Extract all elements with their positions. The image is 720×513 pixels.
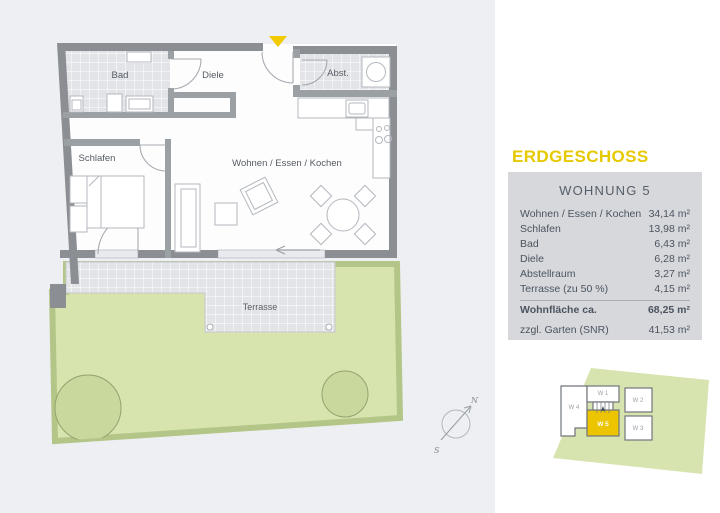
tree-icon xyxy=(54,374,122,441)
minimap-label-w3: W 3 xyxy=(633,426,644,432)
terrace-direction-arrow xyxy=(275,245,320,255)
info-panel: ERDGESCHOSS WOHNUNG 5 Wohnen / Essen / K… xyxy=(495,0,720,513)
minimap-unit-w4 xyxy=(560,385,588,437)
area-row: Diele 6,28 m² xyxy=(520,252,690,267)
area-row-label: Diele xyxy=(520,253,544,265)
area-row-label: Abstellraum xyxy=(520,268,576,280)
area-row-value: 4,15 m² xyxy=(654,283,690,295)
area-row-value: 6,43 m² xyxy=(654,238,690,250)
stove-icon xyxy=(376,126,382,132)
total-area-label: Wohnfläche ca. xyxy=(520,304,597,316)
kitchen-counter xyxy=(297,97,390,119)
area-row-label: Terrasse (zu 50 %) xyxy=(520,283,609,295)
area-row: Wohnen / Essen / Kochen 34,14 m² xyxy=(520,207,690,222)
nightstand-icon xyxy=(69,175,88,204)
room-label-bad: Bad xyxy=(112,70,129,81)
unit-title: WOHNUNG 5 xyxy=(559,183,651,198)
tree-icon xyxy=(321,370,369,418)
bed-icon xyxy=(86,175,145,229)
minimap-label-w2: W 2 xyxy=(633,398,644,404)
minimap-label-w1: W 1 xyxy=(598,391,609,397)
area-row: Schlafen 13,98 m² xyxy=(520,222,690,237)
floorplan-drawing: Terrasse xyxy=(48,36,479,455)
door-swings xyxy=(97,51,328,255)
garden-area-value: 41,53 m² xyxy=(648,324,690,336)
compass-icon: N S xyxy=(434,396,479,455)
kitchen-counter xyxy=(372,117,391,179)
coffee-table-icon xyxy=(214,202,238,226)
area-row: Bad 6,43 m² xyxy=(520,237,690,252)
area-table: WOHNUNG 5 Wohnen / Essen / Kochen 34,14 … xyxy=(508,172,702,340)
area-row-value: 34,14 m² xyxy=(648,208,690,220)
minimap-unit-w2 xyxy=(624,387,653,413)
armchair-icon xyxy=(239,176,279,216)
minimap-label-w4: W 4 xyxy=(569,405,580,411)
area-row: Abstellraum 3,27 m² xyxy=(520,267,690,282)
interior-walls xyxy=(63,49,397,258)
table-separator xyxy=(520,300,690,301)
area-row-value: 13,98 m² xyxy=(648,223,690,235)
room-label-abstellraum: Abst. xyxy=(327,68,349,79)
terrace-post xyxy=(206,323,214,331)
furniture xyxy=(69,51,392,253)
shower-icon xyxy=(126,51,152,63)
total-area-value: 68,25 m² xyxy=(647,304,690,316)
area-row-value: 3,27 m² xyxy=(654,268,690,280)
area-row-value: 6,28 m² xyxy=(654,253,690,265)
room-label-schlafen: Schlafen xyxy=(79,153,116,164)
garden-area-label: zzgl. Garten (SNR) xyxy=(520,324,609,336)
minimap-stairs-arrow xyxy=(601,406,605,411)
terrace-post xyxy=(325,323,333,331)
room-label-diele: Diele xyxy=(202,70,224,81)
area-row-label: Schlafen xyxy=(520,223,561,235)
nightstand-icon xyxy=(69,205,88,233)
floor-title: ERDGESCHOSS xyxy=(512,147,649,166)
garden-area-row: zzgl. Garten (SNR) 41,53 m² xyxy=(520,323,690,338)
area-row: Terrasse (zu 50 %) 4,15 m² xyxy=(520,282,690,297)
dining-set-icon xyxy=(309,184,377,246)
room-label-terrasse: Terrasse xyxy=(243,302,278,312)
area-row-label: Bad xyxy=(520,238,539,250)
compass-north-label: N xyxy=(470,396,479,405)
sink-icon xyxy=(106,93,123,113)
area-row-label: Wohnen / Essen / Kochen xyxy=(520,208,642,220)
entrance-arrow-icon xyxy=(269,36,287,47)
site-minimap: W 4 W 1 W 2 W 3 W 5 xyxy=(553,368,709,474)
minimap-label-w5: W 5 xyxy=(597,421,609,428)
compass-south-label: S xyxy=(434,446,440,455)
minimap-unit-w3 xyxy=(624,415,653,441)
total-area-row: Wohnfläche ca. 68,25 m² xyxy=(520,303,690,318)
room-label-wohnen: Wohnen / Essen / Kochen xyxy=(232,158,342,169)
